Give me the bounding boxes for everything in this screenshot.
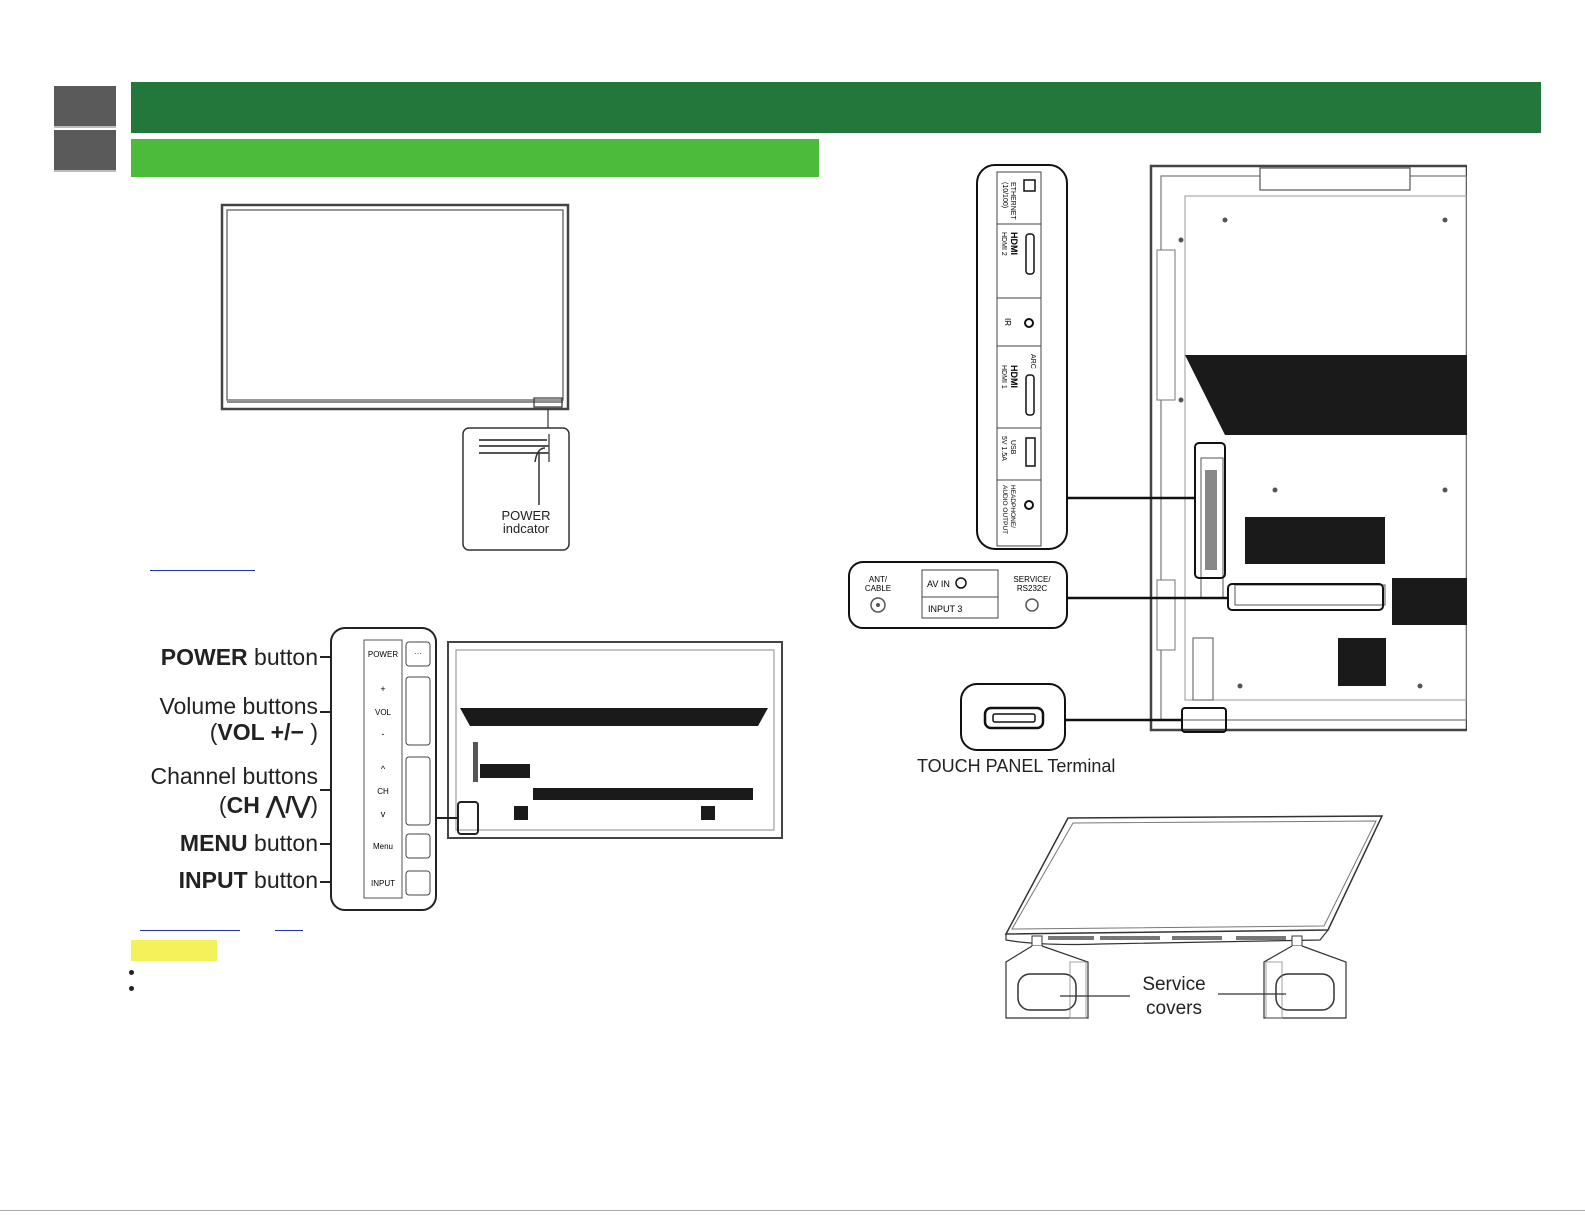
headphone-label: HEADPHONE/ <box>1009 485 1016 528</box>
panel-plus-label: + <box>380 684 385 694</box>
label-channel-line2: (CH ⋀/⋁) <box>219 792 318 818</box>
headphone-port[interactable] <box>1024 500 1034 510</box>
svg-text:···: ··· <box>414 649 422 658</box>
ant-cable-label-2: CABLE <box>865 584 891 593</box>
input3-label: INPUT 3 <box>928 604 962 614</box>
tv-back-large <box>1149 164 1467 732</box>
usb-sub-label: 5V 1.5A <box>1000 436 1007 461</box>
label-channel-line1: Channel buttons <box>150 763 318 789</box>
hdmi1-port[interactable] <box>1025 374 1035 416</box>
panel-power-label: POWER <box>368 650 398 659</box>
power-indicator-label-1: POWER <box>501 508 550 523</box>
service-covers-label-2: covers <box>1146 998 1202 1019</box>
label-volume-line1: Volume buttons <box>159 693 318 719</box>
panel-menu-key[interactable] <box>405 833 431 859</box>
arc-label: ARC <box>1029 354 1036 369</box>
hdmi1-logo: HDMI <box>1009 365 1019 388</box>
ir-label: IR <box>1003 318 1012 326</box>
panel-input-key[interactable] <box>405 870 431 896</box>
service-label-1: SERVICE/ <box>1013 575 1051 584</box>
subsection-header-bar <box>131 139 819 177</box>
section-header-bar <box>131 82 1541 133</box>
panel-ch-key[interactable] <box>405 756 431 826</box>
hdmi2-logo: HDMI <box>1009 232 1019 255</box>
panel-input-label: INPUT <box>371 879 395 888</box>
panel-ch-up-label: ^ <box>381 764 386 774</box>
panel-ch-label: CH <box>377 787 389 796</box>
rear-terminals-diagram: ETHERNET (10/100) HDMI HDMI 2 IR ARC HDM… <box>848 164 1467 776</box>
power-indicator-label-2: indcator <box>503 521 550 536</box>
service-label-2: RS232C <box>1017 584 1047 593</box>
av-in-port[interactable] <box>955 577 967 589</box>
ir-port[interactable] <box>1024 318 1034 328</box>
power-indicator-zoom-box <box>462 427 570 551</box>
usb-port[interactable] <box>1025 437 1036 467</box>
tv-front-screen <box>226 209 564 401</box>
ant-cable-label-1: ANT/ <box>869 575 888 584</box>
bullet-2 <box>129 986 134 991</box>
label-volume-line2: (VOL +/− ) <box>210 719 318 745</box>
link-underline-2[interactable] <box>140 930 240 931</box>
panel-vol-key[interactable] <box>405 676 431 746</box>
tv-rear-small <box>447 641 783 839</box>
panel-minus-label: - <box>382 729 385 739</box>
label-menu-button: MENU button <box>180 830 318 856</box>
service-covers-diagram: Service covers <box>1004 815 1384 1019</box>
usb-label: USB <box>1009 440 1016 455</box>
label-input-button: INPUT button <box>179 867 318 893</box>
ethernet-label: ETHERNET <box>1009 182 1016 220</box>
touch-panel-label: TOUCH PANEL Terminal <box>917 756 1115 776</box>
service-port[interactable] <box>1025 598 1039 612</box>
side-tab-bottom[interactable] <box>54 130 116 172</box>
service-cover-left <box>1017 973 1077 1011</box>
side-tab-top[interactable] <box>54 86 116 128</box>
panel-ch-down-label: v <box>381 809 386 819</box>
tv-front-diagram: POWER indcator <box>220 203 570 551</box>
tv-tilted-panel <box>1004 815 1384 935</box>
ethernet-sub-label: (10/100) <box>1001 182 1008 208</box>
hdmi1-label: HDMI 1 <box>1000 365 1007 389</box>
hdmi2-label: HDMI 2 <box>1000 232 1007 256</box>
audio-output-label: AUDIO OUTPUT <box>1001 485 1008 534</box>
ethernet-port[interactable] <box>1023 179 1036 192</box>
note-tag <box>131 940 217 961</box>
tv-controls-diagram: POWER button Volume buttons (VOL +/− ) C… <box>150 627 783 911</box>
link-underline-3[interactable] <box>275 930 303 931</box>
av-in-label: AV IN <box>927 579 950 589</box>
link-underline-1[interactable] <box>150 570 255 571</box>
panel-power-key[interactable] <box>405 641 431 667</box>
panel-menu-label: Menu <box>373 842 393 851</box>
hdmi2-port[interactable] <box>1025 233 1035 275</box>
power-indicator-spot <box>533 397 563 408</box>
panel-vol-label: VOL <box>375 708 392 717</box>
bottom-rule <box>0 1210 1585 1211</box>
label-power-button: POWER button <box>161 644 318 670</box>
bullet-1 <box>129 970 134 975</box>
service-cover-right <box>1275 973 1335 1011</box>
service-covers-label-1: Service <box>1142 974 1205 995</box>
